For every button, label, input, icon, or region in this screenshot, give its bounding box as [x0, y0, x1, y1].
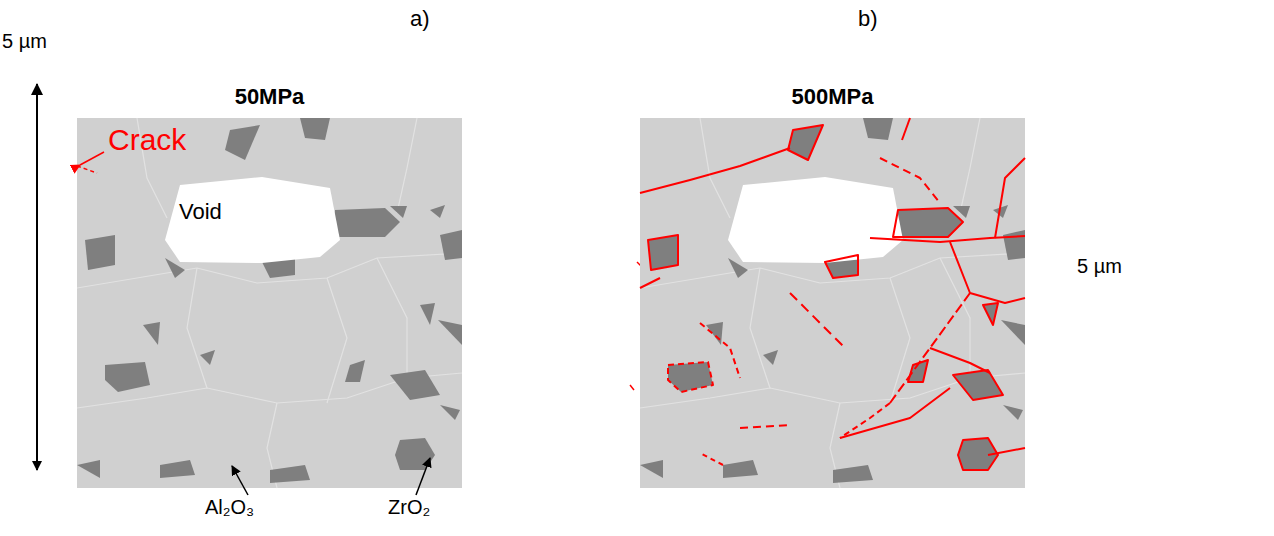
void-region: Void	[165, 177, 340, 263]
panel-title: 500MPa	[640, 84, 1025, 110]
panel-letter: a)	[410, 6, 430, 32]
stress-panel: 50MPaVoid	[77, 118, 462, 488]
panel-letter: b)	[858, 6, 878, 32]
void-label: Void	[179, 199, 222, 225]
scale-label: 5 µm	[1077, 255, 1122, 278]
panel-title: 50MPa	[77, 84, 462, 110]
phase-label: ZrO₂	[388, 496, 430, 519]
phase-label: Al₂O₃	[205, 496, 254, 519]
crack-label: Crack	[108, 123, 186, 157]
stress-panel: 500MPa	[640, 118, 1025, 488]
scale-label: 5 µm	[2, 30, 47, 53]
